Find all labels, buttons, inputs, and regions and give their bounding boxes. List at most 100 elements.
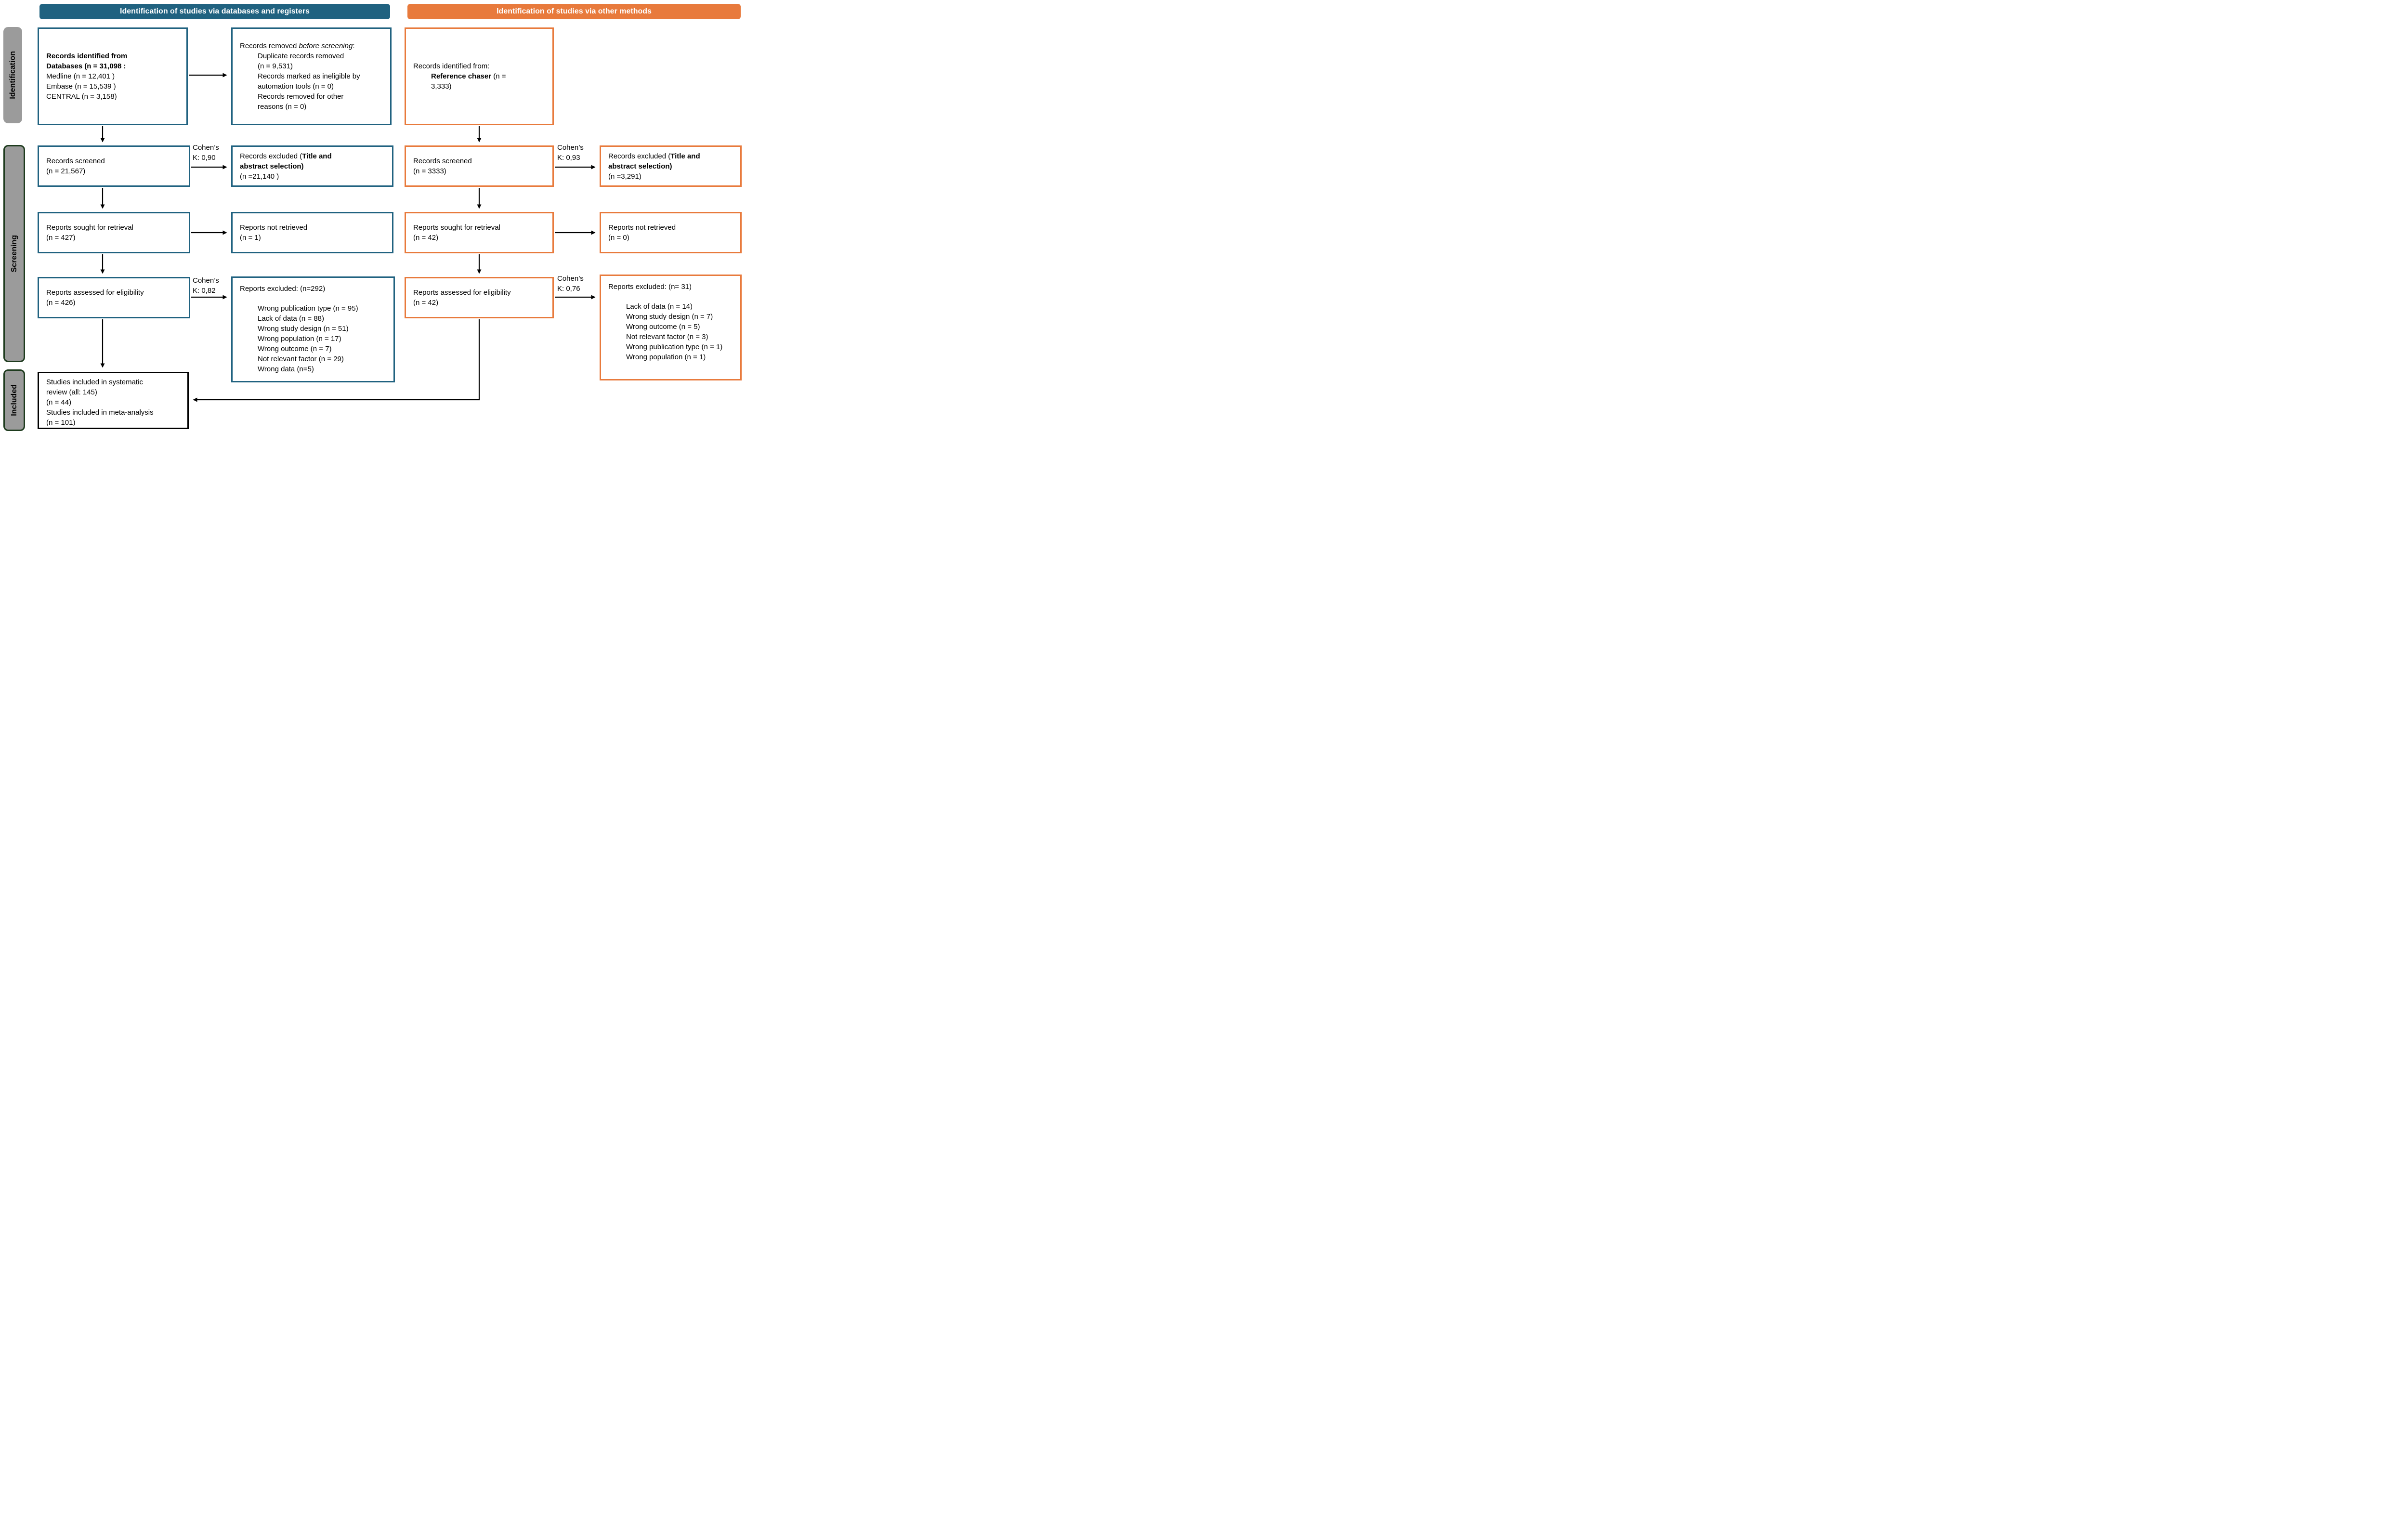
reports-excluded-db-item: Wrong population (n = 17) — [258, 335, 341, 343]
reports-excluded-db-item: Wrong publication type (n = 95) — [258, 304, 358, 313]
reports-excluded-db-item: Lack of data (n = 88) — [258, 314, 325, 323]
studies-included-box: Studies included in systematic review (a… — [38, 372, 189, 429]
reports-excluded-other-item: Wrong study design (n = 7) — [626, 313, 713, 321]
db-title-line2: Databases (n = 31,098 : — [46, 62, 126, 70]
removed-intro-italic: before screening — [299, 42, 353, 50]
assessed-db-line2: (n = 426) — [46, 299, 76, 307]
reports-not-retrieved-databases-box: Reports not retrieved (n = 1) — [231, 212, 393, 253]
records-screened-databases-box: Records screened (n = 21,567) — [38, 145, 190, 187]
records-screened-other-box: Records screened (n = 3333) — [405, 145, 554, 187]
included-line: Studies included in systematic — [46, 378, 143, 386]
removed-item-line: Records removed for other — [258, 92, 344, 101]
reports-excluded-other-box: Reports excluded: (n= 31) Lack of data (… — [600, 275, 742, 380]
notret-db-line1: Reports not retrieved — [240, 223, 308, 232]
kappa-value: K: 0,90 — [193, 154, 216, 162]
spacer — [240, 294, 390, 303]
records-identified-other-methods-box: Records identified from: Reference chase… — [405, 27, 554, 125]
db-source-central: CENTRAL (n = 3,158) — [46, 92, 117, 101]
chaser-line2: Reference chaser (n = — [413, 71, 549, 81]
removed-item-line: (n = 9,531) — [258, 62, 293, 70]
reports-sought-databases-box: Reports sought for retrieval (n = 427) — [38, 212, 190, 253]
reports-excluded-other-item: Wrong publication type (n = 1) — [626, 343, 723, 351]
kappa-value: K: 0,76 — [557, 285, 580, 293]
reports-excluded-other-item: Wrong population (n = 1) — [626, 353, 706, 361]
cohens-kappa-screening-databases: Cohen’s K: 0,90 — [193, 143, 230, 163]
reports-excluded-db-item: Wrong outcome (n = 7) — [258, 345, 332, 353]
reports-assessed-other-box: Reports assessed for eligibility (n = 42… — [405, 277, 554, 318]
kappa-value: K: 0,93 — [557, 154, 580, 162]
notret-other-line2: (n = 0) — [608, 234, 629, 242]
sought-db-line1: Reports sought for retrieval — [46, 223, 133, 232]
screened-db-line1: Records screened — [46, 157, 105, 165]
db-source-embase: Embase (n = 15,539 ) — [46, 82, 116, 91]
screened-db-line2: (n = 21,567) — [46, 167, 86, 175]
assessed-db-line1: Reports assessed for eligibility — [46, 288, 144, 297]
cohens-kappa-eligibility-databases: Cohen’s K: 0,82 — [193, 275, 230, 296]
db-title-line1: Records identified from — [46, 52, 128, 60]
assessed-other-line1: Reports assessed for eligibility — [413, 288, 511, 297]
sought-other-line2: (n = 42) — [413, 234, 439, 242]
spacer — [608, 292, 736, 301]
removed-item-line: reasons (n = 0) — [258, 103, 307, 111]
cohens-kappa-screening-other: Cohen’s K: 0,93 — [557, 143, 596, 163]
chaser-source-rest: (n = — [491, 72, 506, 80]
chaser-line3: 3,333) — [431, 82, 452, 91]
reports-excluded-other-item: Not relevant factor (n = 3) — [626, 333, 708, 341]
banner-databases-registers: Identification of studies via databases … — [39, 4, 390, 19]
stage-bar-screening: Screening — [3, 145, 25, 362]
removed-item-line: Records marked as ineligible by — [258, 72, 360, 80]
prisma-flow-diagram: Identification of studies via databases … — [0, 0, 745, 432]
cohens-kappa-eligibility-other: Cohen’s K: 0,76 — [557, 274, 596, 294]
kappa-word: Cohen’s — [557, 144, 584, 152]
included-line: (n = 101) — [46, 419, 76, 427]
sought-other-line1: Reports sought for retrieval — [413, 223, 500, 232]
records-excluded-screening-databases-box: Records excluded (Title and abstract sel… — [231, 145, 393, 187]
excluded-other-bold1: Title and — [670, 152, 700, 160]
excluded-db-bold1: Title and — [302, 152, 332, 160]
stage-label-included: Included — [10, 384, 18, 416]
kappa-word: Cohen’s — [193, 144, 219, 152]
stage-label-identification: Identification — [8, 51, 17, 99]
reports-excluded-other-title: Reports excluded: (n= 31) — [608, 283, 692, 291]
stage-bar-included: Included — [3, 369, 25, 431]
sought-db-line2: (n = 427) — [46, 234, 76, 242]
reports-excluded-db-item: Wrong study design (n = 51) — [258, 325, 349, 333]
banner-other-methods: Identification of studies via other meth… — [407, 4, 741, 19]
kappa-word: Cohen’s — [193, 276, 219, 285]
excluded-other-count: (n =3,291) — [608, 172, 641, 181]
excluded-other-line1: Records excluded (Title and — [608, 151, 736, 161]
excluded-db-line2: abstract selection) — [240, 162, 304, 170]
db-source-medline: Medline (n = 12,401 ) — [46, 72, 115, 80]
reports-excluded-db-item: Not relevant factor (n = 29) — [258, 355, 344, 363]
reports-not-retrieved-other-box: Reports not retrieved (n = 0) — [600, 212, 742, 253]
reports-excluded-other-item: Wrong outcome (n = 5) — [626, 323, 700, 331]
assessed-other-line2: (n = 42) — [413, 299, 439, 307]
removed-intro-prefix: Records removed — [240, 42, 299, 50]
notret-other-line1: Reports not retrieved — [608, 223, 676, 232]
included-line: review (all: 145) — [46, 388, 97, 396]
included-line: Studies included in meta-analysis — [46, 408, 154, 417]
removed-intro-suffix: : — [353, 42, 355, 50]
screened-other-line2: (n = 3333) — [413, 167, 446, 175]
reports-excluded-databases-box: Reports excluded: (n=292) Wrong publicat… — [231, 276, 395, 382]
notret-db-line2: (n = 1) — [240, 234, 261, 242]
reports-excluded-other-item: Lack of data (n = 14) — [626, 302, 693, 311]
excluded-db-count: (n =21,140 ) — [240, 172, 279, 181]
removed-item-line: automation tools (n = 0) — [258, 82, 334, 91]
reports-assessed-databases-box: Reports assessed for eligibility (n = 42… — [38, 277, 190, 318]
reports-sought-other-box: Reports sought for retrieval (n = 42) — [405, 212, 554, 253]
excluded-other-line2: abstract selection) — [608, 162, 672, 170]
records-excluded-screening-other-box: Records excluded (Title and abstract sel… — [600, 145, 742, 187]
screened-other-line1: Records screened — [413, 157, 472, 165]
chaser-line1: Records identified from: — [413, 62, 490, 70]
banner-databases-registers-label: Identification of studies via databases … — [120, 7, 310, 15]
excluded-db-prefix: Records excluded ( — [240, 152, 302, 160]
banner-other-methods-label: Identification of studies via other meth… — [497, 7, 652, 15]
stage-label-screening: Screening — [10, 235, 18, 273]
removed-intro: Records removed before screening: — [240, 41, 386, 51]
kappa-value: K: 0,82 — [193, 287, 216, 295]
chaser-source-bold: Reference chaser — [431, 72, 492, 80]
excluded-db-line1: Records excluded (Title and — [240, 151, 388, 161]
records-removed-before-screening-box: Records removed before screening: Duplic… — [231, 27, 392, 125]
kappa-word: Cohen’s — [557, 275, 584, 283]
